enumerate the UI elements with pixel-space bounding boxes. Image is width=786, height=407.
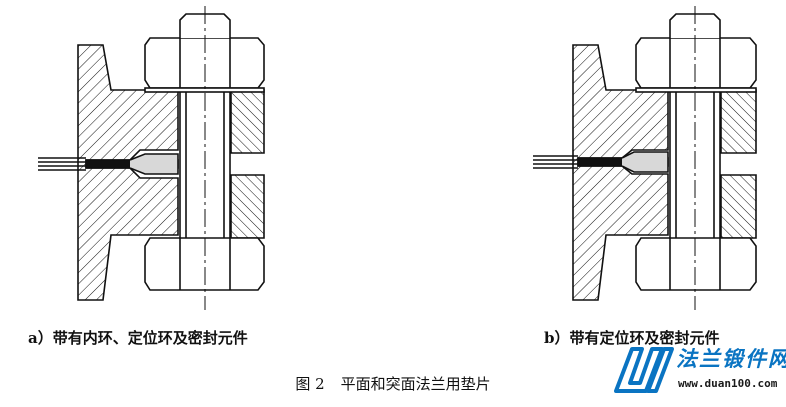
watermark-logo-icon — [614, 347, 674, 393]
gasket-a-ring — [129, 153, 179, 175]
subfigure-b-caption: b）带有定位环及密封元件 — [544, 329, 720, 347]
figure-caption: 图 2 平面和突面法兰用垫片 — [0, 373, 786, 394]
nut-bottom-b — [635, 237, 757, 291]
washer-top-b — [635, 87, 757, 93]
nut-top-b — [635, 37, 757, 89]
flange-upper-b-bottom — [720, 174, 757, 239]
subfigure-b-drawing — [533, 6, 757, 310]
flange-upper-a-bottom — [230, 174, 265, 239]
figure-title: 平面和突面法兰用垫片 — [340, 375, 491, 393]
flange-upper-a — [230, 89, 265, 154]
gasket-b-ring — [621, 151, 669, 173]
site-watermark: 法兰锻件网 www.duan100.com — [612, 337, 786, 405]
nut-bottom-a — [144, 237, 265, 291]
gasket-figure — [38, 6, 757, 310]
subfigure-a-caption: a）带有内环、定位环及密封元件 — [28, 329, 248, 347]
flange-upper-b — [720, 89, 757, 154]
subfigure-a-drawing — [38, 6, 265, 310]
figure-number: 图 2 — [295, 375, 325, 393]
watermark-title: 法兰锻件网 — [676, 347, 786, 371]
watermark-url: www.duan100.com — [678, 377, 778, 390]
